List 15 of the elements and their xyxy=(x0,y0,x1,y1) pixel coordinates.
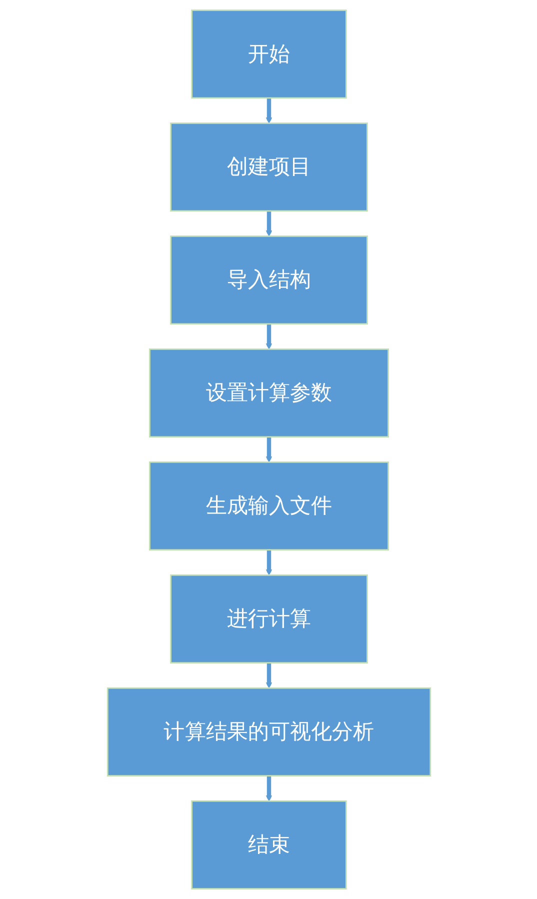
node-box: 计算结果的可视化分析 xyxy=(106,687,431,776)
arrow xyxy=(265,436,272,462)
node-box: 设置计算参数 xyxy=(148,348,388,438)
node-box: 结束 xyxy=(190,800,346,890)
arrow xyxy=(265,776,272,802)
node-box: 开始 xyxy=(190,10,346,99)
arrow xyxy=(265,98,272,124)
node-box: 创建项目 xyxy=(170,122,368,212)
node-box: 进行计算 xyxy=(170,574,368,664)
arrow xyxy=(265,324,272,350)
arrow xyxy=(265,662,272,688)
node-box: 导入结构 xyxy=(170,235,368,325)
node-box: 生成输入文件 xyxy=(148,461,388,551)
arrow xyxy=(265,210,272,236)
arrow xyxy=(265,550,272,576)
